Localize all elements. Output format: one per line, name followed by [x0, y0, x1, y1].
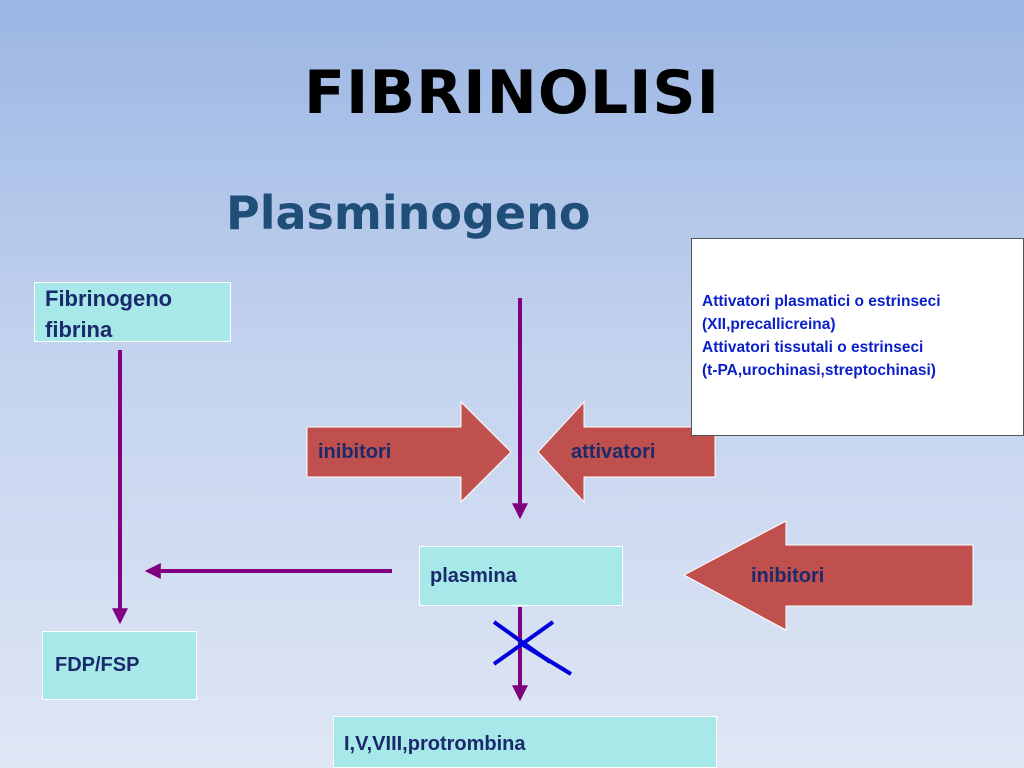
attivatori-label: attivatori [571, 441, 656, 463]
plasmina-label: plasmina [430, 565, 517, 587]
activators-line-2: (XII,precallicreina) [702, 316, 836, 333]
page-title: FIBRINOLISI [304, 58, 720, 128]
activators-line-4: (t-PA,urochinasi,streptochinasi) [702, 362, 936, 379]
fdp-fsp-node: FDP/FSP [42, 631, 197, 700]
fdp-fsp-label: FDP/FSP [55, 654, 140, 676]
cross-mark-stroke-4 [518, 641, 573, 676]
coagulation-factors-label: I,V,VIII,protrombina [344, 733, 526, 755]
plasminogeno-label: Plasminogeno [226, 186, 591, 240]
activators-line-3: Attivatori tissutali o estrinseci [702, 339, 924, 356]
inibitori-block-arrow-left [306, 400, 512, 504]
attivatori-block-arrow [537, 400, 716, 504]
activators-line-1: Attivatori plasmatici o estrinseci [702, 293, 941, 310]
fibrinogeno-node: Fibrinogeno fibrina [34, 282, 231, 342]
activators-info-box: Attivatori plasmatici o estrinseci (XII,… [691, 238, 1024, 436]
inibitori-block-arrow-right [682, 520, 974, 631]
fibrinogeno-label: Fibrinogeno [45, 286, 173, 311]
plasmina-node: plasmina [419, 546, 623, 606]
inibitori-label-left: inibitori [318, 441, 392, 463]
fibrina-label: fibrina [45, 317, 113, 342]
inibitori-label-right: inibitori [751, 565, 825, 587]
coagulation-factors-node: I,V,VIII,protrombina [333, 716, 717, 768]
